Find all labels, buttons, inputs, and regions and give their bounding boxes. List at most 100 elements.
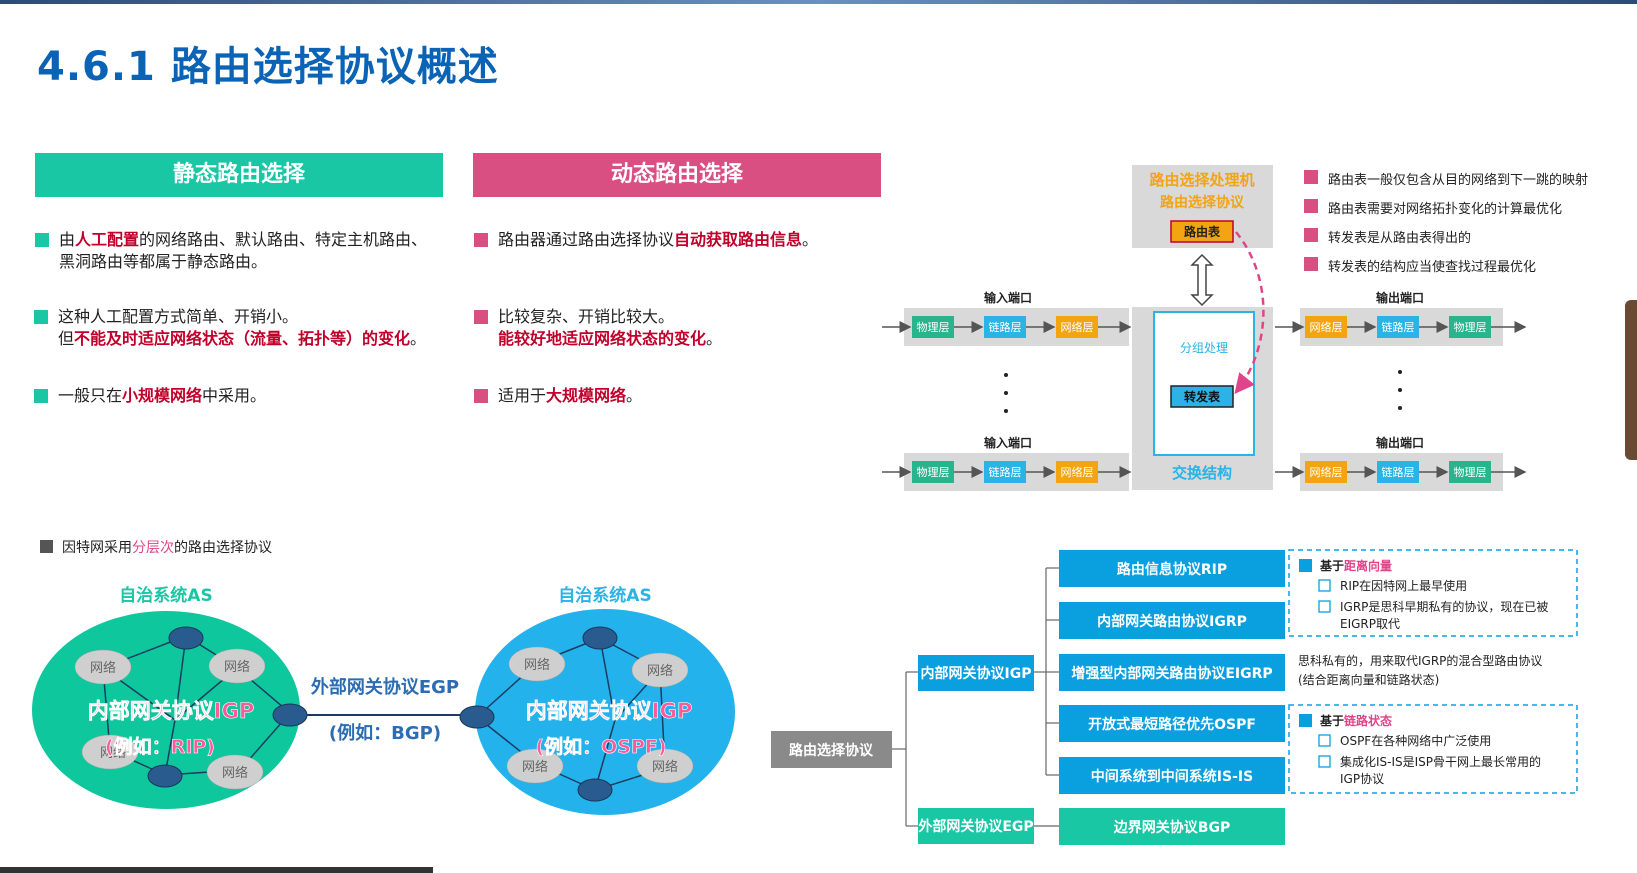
text: 。 [410, 329, 427, 348]
text: 适用于 [498, 386, 547, 405]
egp-node [918, 808, 1034, 844]
highlight: 大规模网络 [546, 386, 627, 405]
eigrp-node [1059, 654, 1285, 691]
dynamic-bullet-2: 比较复杂、开销比较大。 能较好地适应网络状态的变化。 [474, 306, 898, 350]
physical-layer-box [912, 316, 954, 338]
eigrp-label: 增强型内部网关路由协议EIGRP [1071, 665, 1272, 682]
routing-protocols-root [771, 731, 892, 768]
pink-square-icon [474, 233, 488, 247]
routing-table-label: 路由表 [1184, 224, 1221, 239]
text: 比较复杂、开销比较大。 [498, 307, 675, 326]
checkbox-icon [1318, 755, 1331, 768]
protocol-label: 路由选择协议 [1160, 194, 1245, 211]
text: 。 [626, 386, 643, 405]
dv-item-2-cont: EIGRP取代 [1340, 617, 1400, 631]
as-right-label: 自治系统AS [558, 585, 651, 606]
network-label: 网络 [224, 659, 250, 675]
eigrp-note-1: 思科私有的，用来取代IGRP的混合型路由协议 [1298, 653, 1542, 668]
router-note-4: 转发表的结构应当使查找过程最优化 [1304, 256, 1536, 275]
dv-item-1: RIP在因特网上最早使用 [1340, 578, 1467, 593]
highlight: 自动获取路由信息 [674, 230, 803, 249]
link-layer-box [984, 461, 1026, 483]
pink-square-icon [474, 310, 488, 324]
igp-node [918, 655, 1034, 691]
ospf-node [1059, 705, 1285, 742]
link-state-box [1288, 704, 1578, 794]
text: 的网络路由、默认路由、特定主机路由、 [139, 230, 428, 249]
router-icon [459, 705, 495, 729]
physical-layer-box [912, 461, 954, 483]
rip-label: 路由信息协议RIP [1117, 561, 1227, 578]
protocol-tree: 路由选择协议 内部网关协议IGP 外部网关协议EGP 路由信息协议RIP 内部网… [771, 549, 1578, 845]
ls-item-1: OSPF在各种网络中广泛使用 [1340, 733, 1491, 748]
text: 路由表需要对网络拓扑变化的计算最优化 [1328, 202, 1563, 217]
network-layer-label: 网络层 [1061, 465, 1094, 479]
network-cloud [636, 748, 694, 784]
teal-square-icon [35, 233, 49, 247]
link-layer-box [1377, 461, 1419, 483]
text: 中采用。 [202, 386, 267, 405]
top-bar [0, 0, 1637, 4]
internet-hierarchy: 因特网采用分层次的路由选择协议 自治系统AS 自治系统AS [32, 540, 735, 815]
checkbox-icon [1318, 734, 1331, 747]
network-layer-label: 网络层 [1061, 320, 1094, 334]
text: 黑洞路由等都属于静态路由。 [59, 252, 268, 271]
physical-layer-label: 物理层 [1454, 320, 1487, 334]
packet-processing-box [1153, 311, 1255, 456]
switch-fabric-label: 交换结构 [1172, 464, 1232, 482]
router-icon [582, 626, 618, 650]
output-port-label-bottom: 输出端口 [1376, 435, 1424, 450]
dark-square-icon [40, 540, 53, 553]
igp-left-label: 内部网关协议IGP [88, 699, 254, 723]
pink-square-icon [1304, 199, 1318, 213]
physical-layer-label: 物理层 [1454, 465, 1487, 479]
network-cloud [81, 734, 139, 770]
blue-square-icon [1299, 714, 1312, 727]
physical-layer-label: 物理层 [917, 465, 950, 479]
network-layer-box [1305, 461, 1347, 483]
text: 。 [706, 329, 723, 348]
static-bullet-1: 由人工配置的网络路由、默认路由、特定主机路由、 黑洞路由等都属于静态路由。 [35, 229, 479, 273]
forwarding-table-box [1170, 385, 1234, 408]
bgp-node [1059, 808, 1285, 845]
checkbox-icon [1318, 600, 1331, 613]
router-note-1: 路由表一般仅包含从目的网络到下一跳的映射 [1304, 169, 1589, 188]
network-cloud [208, 648, 266, 684]
isis-node [1059, 757, 1285, 794]
distance-vector-title: 基于距离向量 [1319, 558, 1392, 573]
checkbox-icon [1318, 579, 1331, 592]
router-icon [168, 626, 204, 650]
link-layer-label: 链路层 [1382, 320, 1415, 334]
dynamic-routing-header: 动态路由选择 [473, 153, 881, 197]
network-label: 网络 [652, 759, 678, 775]
network-layer-box [1056, 316, 1098, 338]
text: 路由表一般仅包含从目的网络到下一跳的映射 [1328, 173, 1589, 188]
presenter-edge [1625, 300, 1637, 460]
dv-item-2: IGRP是思科早期私有的协议，现在已被 [1340, 599, 1548, 614]
igp-node-label: 内部网关协议IGP [921, 665, 1032, 682]
input-port-label-bottom: 输入端口 [984, 435, 1032, 450]
dynamic-bullet-3: 适用于大规模网络。 [474, 385, 898, 407]
network-cloud [206, 754, 264, 790]
egp-node-label: 外部网关协议EGP [918, 818, 1033, 835]
teal-square-icon [34, 389, 48, 403]
page-title: 4.6.1 路由选择协议概述 [37, 44, 499, 90]
router-icon [272, 703, 308, 727]
router-icon [147, 764, 183, 788]
static-bullet-3: 一般只在小规模网络中采用。 [34, 385, 478, 407]
bgp-label: 边界网关协议BGP [1113, 819, 1230, 836]
text: 。 [802, 230, 819, 249]
network-label: 网络 [100, 745, 126, 761]
igp-right-example: (例如：OSPF) [535, 735, 666, 758]
text: 由 [59, 230, 76, 249]
network-label: 网络 [222, 765, 248, 781]
network-layer-label: 网络层 [1310, 320, 1343, 334]
network-label: 网络 [522, 759, 548, 775]
igp-right-label: 内部网关协议IGP [526, 699, 692, 723]
text: 一般只在 [58, 386, 123, 405]
link-layer-label: 链路层 [989, 320, 1022, 334]
ls-item-2-cont: IGP协议 [1340, 771, 1384, 786]
output-port-label-top: 输出端口 [1376, 290, 1424, 305]
network-cloud [74, 649, 132, 685]
